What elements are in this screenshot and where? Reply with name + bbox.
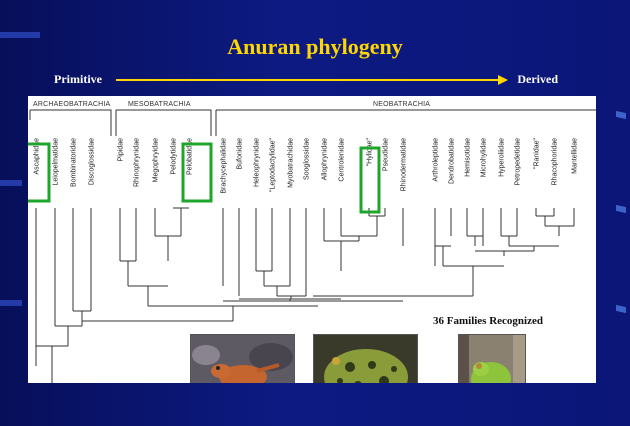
slide-title: Anuran phylogeny — [0, 34, 630, 60]
taxon-label: Pelodytidae — [171, 138, 178, 175]
taxon-label: Hyperoliidae — [499, 138, 506, 177]
derived-label: Derived — [517, 72, 558, 87]
taxon-label: Heleophrynidae — [254, 138, 261, 187]
taxon-label: Sooglossidae — [304, 138, 311, 180]
taxon-label: Arthroleptidae — [433, 138, 440, 182]
decor-stripe — [616, 111, 626, 119]
taxon-label: Pipidae — [118, 138, 125, 161]
taxon-label: Rhacophoridae — [552, 138, 559, 186]
taxon-label: Microhylidae — [481, 138, 488, 177]
decor-stripe — [0, 300, 22, 306]
mesobatrachia-bracket — [116, 110, 211, 136]
evolution-arrow: Primitive Derived — [40, 70, 580, 90]
archaeobatrachia-bracket — [30, 110, 111, 136]
taxon-label: Rhinodermatidae — [401, 138, 408, 191]
frog-photo-red — [190, 334, 295, 383]
taxon-label: Leiopelmatidae — [53, 138, 60, 186]
frog-photo-green — [458, 334, 526, 383]
taxon-label: Discoglossidae — [89, 138, 96, 185]
arrow-line — [116, 79, 500, 81]
taxon-label: Rhinophrynidae — [134, 138, 141, 187]
taxon-label: Megophryidae — [153, 138, 160, 182]
taxon-label: Petropedetidae — [515, 138, 522, 186]
phylogeny-panel: ARCHAEOBATRACHIA MESOBATRACHIA NEOBATRAC… — [28, 96, 596, 383]
taxon-label: Bombinatoridae — [71, 138, 78, 187]
taxon-label: Dendrobatidae — [449, 138, 456, 184]
taxon-label: Pseudidae — [383, 138, 390, 171]
frog-photo-spotted — [313, 334, 418, 383]
decor-stripe — [0, 180, 22, 186]
group-label: ARCHAEOBATRACHIA — [33, 101, 110, 108]
taxon-label: Myobatrachidae — [288, 138, 295, 188]
decor-stripe — [616, 305, 626, 313]
taxon-label: "Ranidae" — [534, 137, 541, 169]
taxon-label: "Hylidae" — [367, 137, 374, 166]
taxon-label: Brachycephalidae — [221, 138, 228, 194]
neobatrachia-bracket — [216, 110, 596, 136]
taxon-label: Bufonidae — [237, 138, 244, 170]
families-count: 36 Families Recognized — [433, 315, 543, 327]
group-label: NEOBATRACHIA — [373, 101, 430, 108]
decor-stripe — [616, 205, 626, 213]
group-label: MESOBATRACHIA — [128, 101, 191, 108]
taxon-label: Mantellidae — [572, 138, 579, 174]
taxon-label: Centrolenidae — [339, 138, 346, 182]
taxon-label: Hemisotidae — [465, 138, 472, 177]
taxon-label: Allophrynidae — [322, 138, 329, 181]
taxon-label: "Leptodactylidae" — [270, 137, 277, 192]
arrow-head-icon — [498, 75, 508, 85]
primitive-label: Primitive — [54, 72, 102, 87]
